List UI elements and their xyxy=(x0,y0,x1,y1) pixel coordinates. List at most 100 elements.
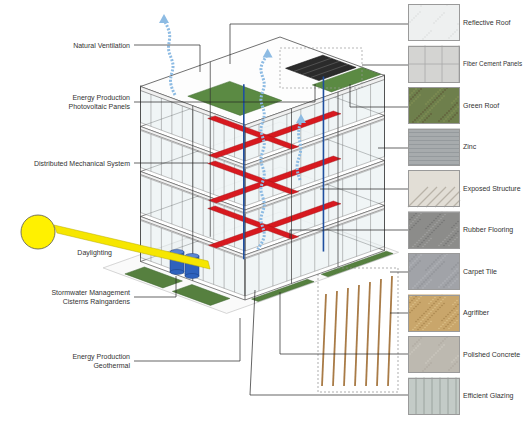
texture-speck xyxy=(420,88,421,89)
texture-speck xyxy=(416,325,417,326)
texture-speck xyxy=(439,297,440,298)
texture-speck xyxy=(448,245,449,246)
mullion xyxy=(161,93,162,130)
texture-speck xyxy=(445,284,446,285)
texture-speck xyxy=(433,220,434,221)
texture-speck xyxy=(449,322,450,323)
texture-speck xyxy=(417,121,418,122)
texture-speck xyxy=(457,272,458,273)
callout-label: Stormwater Management Cisterns Raingarde… xyxy=(40,288,130,306)
texture-line xyxy=(408,132,460,133)
texture-speck xyxy=(451,112,452,113)
texture-line xyxy=(417,187,437,207)
material-swatch: Polished Concrete xyxy=(408,336,460,373)
texture-speck xyxy=(411,351,412,352)
texture-speck xyxy=(437,350,438,351)
texture-speck xyxy=(455,108,456,109)
leader-line xyxy=(134,276,176,297)
mullion xyxy=(150,179,151,216)
texture-speck xyxy=(426,34,427,35)
texture-speck xyxy=(418,339,419,340)
texture-speck xyxy=(417,345,418,346)
texture-speck xyxy=(429,307,430,308)
texture-speck xyxy=(423,323,424,324)
texture-speck xyxy=(423,240,424,241)
geothermal-rod xyxy=(344,288,348,386)
texture-speck xyxy=(422,246,423,247)
texture-speck xyxy=(426,273,427,274)
texture-speck xyxy=(428,323,429,324)
texture-speck xyxy=(449,280,450,281)
texture-speck xyxy=(433,303,434,304)
mullion xyxy=(370,214,371,251)
duct xyxy=(209,201,341,248)
texture-speck xyxy=(411,217,412,218)
texture-speck xyxy=(431,222,432,223)
duct xyxy=(209,156,341,203)
texture-speck xyxy=(454,239,455,240)
texture-speck xyxy=(418,281,419,282)
texture-speck xyxy=(422,38,423,39)
texture-line xyxy=(435,187,455,207)
texture-line xyxy=(408,140,460,141)
texture-speck xyxy=(419,119,420,120)
texture-speck xyxy=(425,311,426,312)
texture-speck xyxy=(451,237,452,238)
texture-speck xyxy=(424,317,425,318)
texture-speck xyxy=(452,106,453,107)
texture-speck xyxy=(437,18,438,19)
texture-speck xyxy=(456,278,457,279)
texture-speck xyxy=(445,118,446,119)
texture-speck xyxy=(414,285,415,286)
texture-speck xyxy=(451,310,452,311)
mullion xyxy=(342,179,343,216)
texture-speck xyxy=(430,362,431,363)
texture-speck xyxy=(424,244,425,245)
texture-speck xyxy=(414,302,415,303)
material-label: Exposed Structure xyxy=(463,184,521,192)
texture-line xyxy=(408,160,460,161)
leader-line xyxy=(230,24,408,64)
texture-speck xyxy=(444,114,445,115)
texture-speck xyxy=(415,98,416,99)
texture-speck xyxy=(412,262,413,263)
texture-speck xyxy=(425,238,426,239)
texture-speck xyxy=(454,280,455,281)
texture-speck xyxy=(446,112,447,113)
texture-speck xyxy=(453,359,454,360)
mullion xyxy=(182,146,183,183)
texture-speck xyxy=(430,113,431,114)
texture-speck xyxy=(432,267,433,268)
texture-speck xyxy=(448,276,449,277)
texture-speck xyxy=(428,240,429,241)
texture-speck xyxy=(426,242,427,243)
material-swatch: Rubber Flooring xyxy=(408,212,460,249)
duct xyxy=(208,116,299,149)
texture-speck xyxy=(441,346,442,347)
geothermal-rod xyxy=(322,294,326,386)
mullion xyxy=(213,247,214,284)
texture-speck xyxy=(439,16,440,17)
texture-speck xyxy=(426,107,427,108)
material-label: Agrifiber xyxy=(463,309,489,317)
texture-speck xyxy=(449,114,450,115)
texture-speck xyxy=(409,94,410,95)
material-texture xyxy=(408,336,460,373)
texture-speck xyxy=(456,227,457,228)
mullion xyxy=(171,142,172,179)
texture-speck xyxy=(452,314,453,315)
material-texture xyxy=(408,295,460,332)
texture-speck xyxy=(451,102,452,103)
texture-speck xyxy=(415,213,416,214)
texture-speck xyxy=(453,100,454,101)
texture-speck xyxy=(420,238,421,239)
texture-speck xyxy=(438,220,439,221)
mullion xyxy=(224,251,225,288)
material-texture xyxy=(408,87,460,124)
texture-speck xyxy=(413,308,414,309)
mullion xyxy=(300,239,301,276)
texture-speck xyxy=(415,88,416,89)
texture-speck xyxy=(438,344,439,345)
leader-line xyxy=(134,163,208,164)
daylight-beam xyxy=(54,225,210,269)
